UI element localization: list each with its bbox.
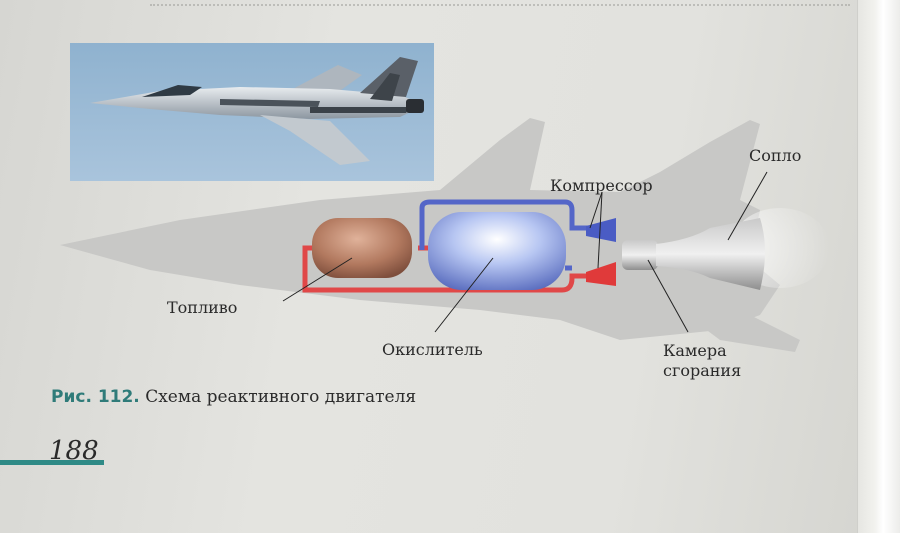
page-binding-edge xyxy=(857,0,900,533)
previous-text-trace xyxy=(150,0,850,6)
oxidizer-tank xyxy=(428,212,566,290)
red-compressor xyxy=(586,262,616,286)
oxidizer-pipe xyxy=(419,199,598,250)
combustion-chamber-label-line2: сгорания xyxy=(663,361,742,380)
combustion-chamber-label-line1: Камера xyxy=(663,341,727,360)
oxidizer-label: Окислитель xyxy=(382,340,483,359)
combustion-chamber xyxy=(622,240,658,270)
combustion-chamber-label: Камера сгорания xyxy=(663,341,741,381)
blue-compressor xyxy=(586,218,616,242)
fuel-tank xyxy=(312,218,412,278)
jet-photo xyxy=(70,43,434,181)
figure-title: Схема реактивного двигателя xyxy=(145,387,417,407)
figure-caption: Рис. 112. Схема реактивного двигателя xyxy=(51,387,416,407)
nozzle xyxy=(656,218,765,290)
engine-diagram xyxy=(60,100,840,390)
page-number-rule xyxy=(0,460,104,465)
fuel-label: Топливо xyxy=(167,298,238,317)
compressor-label: Компрессор xyxy=(550,176,653,195)
figure-number: Рис. 112. xyxy=(51,387,140,407)
nozzle-label: Сопло xyxy=(749,146,802,165)
fuel-pipe xyxy=(302,245,598,293)
